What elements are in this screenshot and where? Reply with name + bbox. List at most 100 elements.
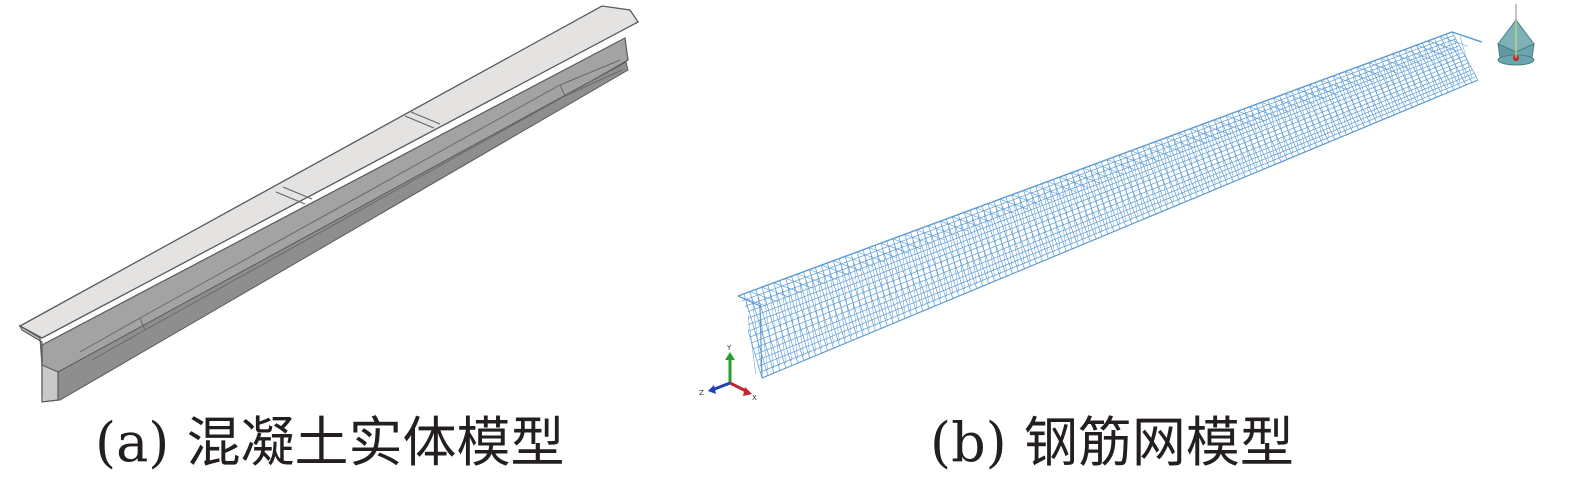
rebar-bar — [1094, 163, 1124, 175]
rebar-bar — [745, 299, 757, 377]
rebar-bar — [1237, 110, 1266, 122]
rebar-bar — [880, 242, 909, 254]
rebar-bar — [1356, 66, 1385, 78]
rebar-bar — [894, 244, 906, 314]
rebar-bar — [1215, 126, 1228, 180]
rebar-bar — [906, 240, 918, 309]
rebar-bar — [755, 65, 1471, 355]
rebar-bar — [797, 273, 826, 285]
rebar-bar — [1368, 62, 1397, 74]
beam-web-detail-line — [79, 59, 621, 353]
beam-web-detail-line — [139, 317, 146, 331]
rebar-bar — [751, 297, 763, 374]
axis-z-arrow — [708, 385, 716, 394]
rebar-bar — [1035, 185, 1064, 197]
rebar-bar — [751, 59, 1467, 344]
rebar-bar — [1043, 189, 1055, 252]
rebar-bar — [769, 291, 781, 367]
rebar-bar — [805, 277, 816, 352]
rebar-bar — [1394, 60, 1407, 106]
axis-y-arrow — [725, 352, 735, 360]
rebar-bar — [971, 216, 983, 282]
rebar-bar — [1118, 154, 1147, 166]
rebar-bar — [1309, 84, 1338, 96]
rebar-bar — [1249, 106, 1278, 118]
rebar-bar — [1261, 102, 1290, 113]
beam-segment-joint — [275, 191, 306, 205]
rebar-bar — [1311, 90, 1324, 141]
rebar-bar — [1023, 190, 1052, 201]
rebar-end-edge — [737, 295, 763, 379]
rebar-bar — [959, 220, 972, 287]
rebar-bar — [793, 282, 804, 357]
rebar-bar — [989, 209, 1001, 275]
rebar-bar — [940, 220, 969, 232]
rebar-bar — [1096, 170, 1109, 230]
beam-segment-joint — [404, 115, 435, 129]
beam-web-detail-line — [559, 84, 566, 97]
rebar-bar — [809, 269, 838, 280]
rebar-bar — [1073, 178, 1085, 240]
rebar-bar — [1132, 156, 1145, 215]
rebar-bar — [1178, 132, 1207, 144]
rebar-bar — [916, 229, 945, 241]
rebar-bar — [1102, 167, 1115, 228]
rebar-bar — [1287, 99, 1300, 151]
rebar-bar — [846, 262, 858, 334]
rebar-bar — [952, 216, 981, 228]
rebar-bar — [1166, 137, 1195, 148]
rebar-bar — [1144, 152, 1157, 210]
rebar-bar — [1154, 141, 1183, 153]
rebar-bar — [1344, 71, 1374, 82]
rebar-bottom-edge — [761, 79, 1479, 379]
rebar-bar — [948, 225, 960, 292]
rebar-bar — [942, 227, 954, 295]
rebar-bar — [888, 247, 900, 317]
rebar-bar — [1126, 159, 1139, 218]
rebar-bar — [954, 222, 966, 290]
rebar-bar — [975, 207, 1005, 219]
rebar-bar — [977, 214, 989, 280]
axis-z-line — [711, 381, 731, 392]
axis-triad: Y Z X — [699, 344, 757, 402]
beam-segment-joint — [282, 186, 313, 200]
rebar-bar — [1120, 161, 1133, 220]
rebar-bar — [1239, 117, 1252, 170]
rebar-bar — [1025, 196, 1037, 260]
rebar-bar — [882, 249, 894, 319]
rebar-bar — [1251, 112, 1264, 165]
rebar-bar — [965, 218, 978, 285]
rebar-bar — [1424, 49, 1437, 93]
rebar-bar — [870, 253, 882, 324]
rebar-bar — [858, 258, 870, 329]
rebar-bar — [1388, 62, 1401, 108]
rebar-bar — [1245, 115, 1258, 168]
rebar-bar — [1078, 176, 1091, 237]
rebar-bar — [844, 256, 874, 267]
rebar-bar — [1364, 71, 1377, 118]
rebar-bar — [1203, 130, 1216, 185]
rebar-bar — [1275, 104, 1288, 156]
beam-segment-joint — [410, 111, 441, 125]
rebar-bar — [1376, 66, 1389, 113]
rebar-bar — [1392, 53, 1421, 65]
rebar-bar — [918, 236, 930, 305]
rebar-bar — [1106, 159, 1136, 170]
rebar-bar — [928, 225, 957, 236]
rebar-bar — [1180, 139, 1192, 195]
rebar-bar — [1082, 168, 1112, 179]
rebar-bar — [1142, 146, 1171, 157]
rebar-bar — [746, 48, 1462, 326]
rebar-bar — [748, 52, 1464, 332]
rebar-bar — [1090, 172, 1103, 233]
rebar-bar — [1209, 128, 1222, 183]
rebar-grid — [738, 32, 1481, 378]
rebar-bar — [829, 269, 840, 342]
rebar-bar — [753, 62, 1469, 350]
rebar-bar — [1358, 73, 1371, 121]
rebar-bar — [1213, 119, 1243, 131]
rebar-bar — [1346, 77, 1359, 126]
rebar-bar — [743, 41, 1458, 314]
rebar-bar — [823, 271, 834, 344]
